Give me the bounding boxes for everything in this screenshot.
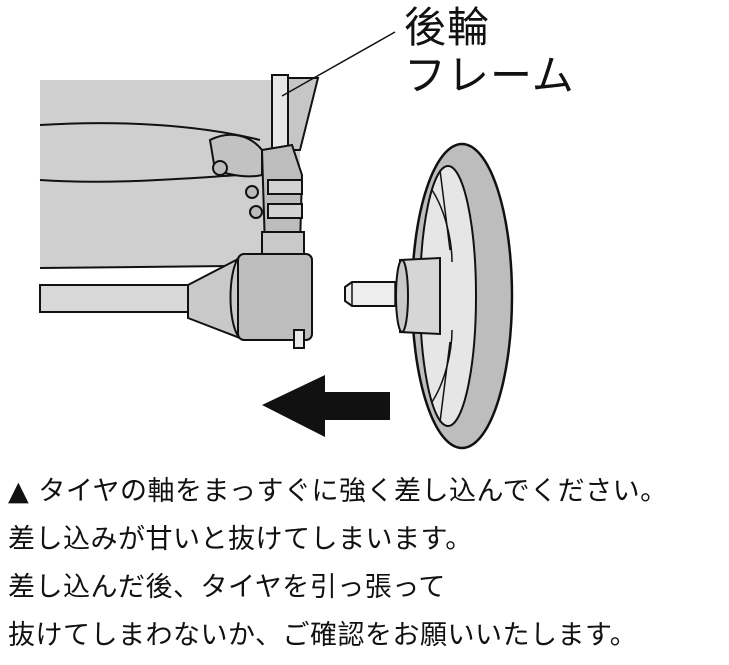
callout-leader-line (281, 31, 396, 97)
caption-line-4: 抜けてしまわないか、ご確認をお願いいたします。 (8, 620, 638, 651)
callout-line-1: 後輪 (404, 3, 491, 52)
instruction-caption: ▲ タイヤの軸をまっすぐに強く差し込んでください。 差し込みが甘いと抜けてしまい… (8, 468, 726, 660)
wheel-attachment-illustration (39, 31, 514, 450)
caption-line-2: 差し込みが甘いと抜けてしまいます。 (8, 524, 473, 555)
callout-line-2: フレーム (404, 51, 575, 100)
axle-housing (187, 253, 313, 349)
rear-wheel (395, 142, 514, 450)
rear-wheel-frame-label: 後輪 フレーム (404, 4, 575, 100)
stroller-body (39, 80, 300, 313)
caption-line-3: 差し込んだ後、タイヤを引っ張って (8, 572, 446, 603)
caption-line-1: ▲ タイヤの軸をまっすぐに強く差し込んでください。 (8, 476, 668, 507)
insert-direction-arrow (262, 375, 390, 437)
rear-wheel-frame (260, 74, 320, 255)
